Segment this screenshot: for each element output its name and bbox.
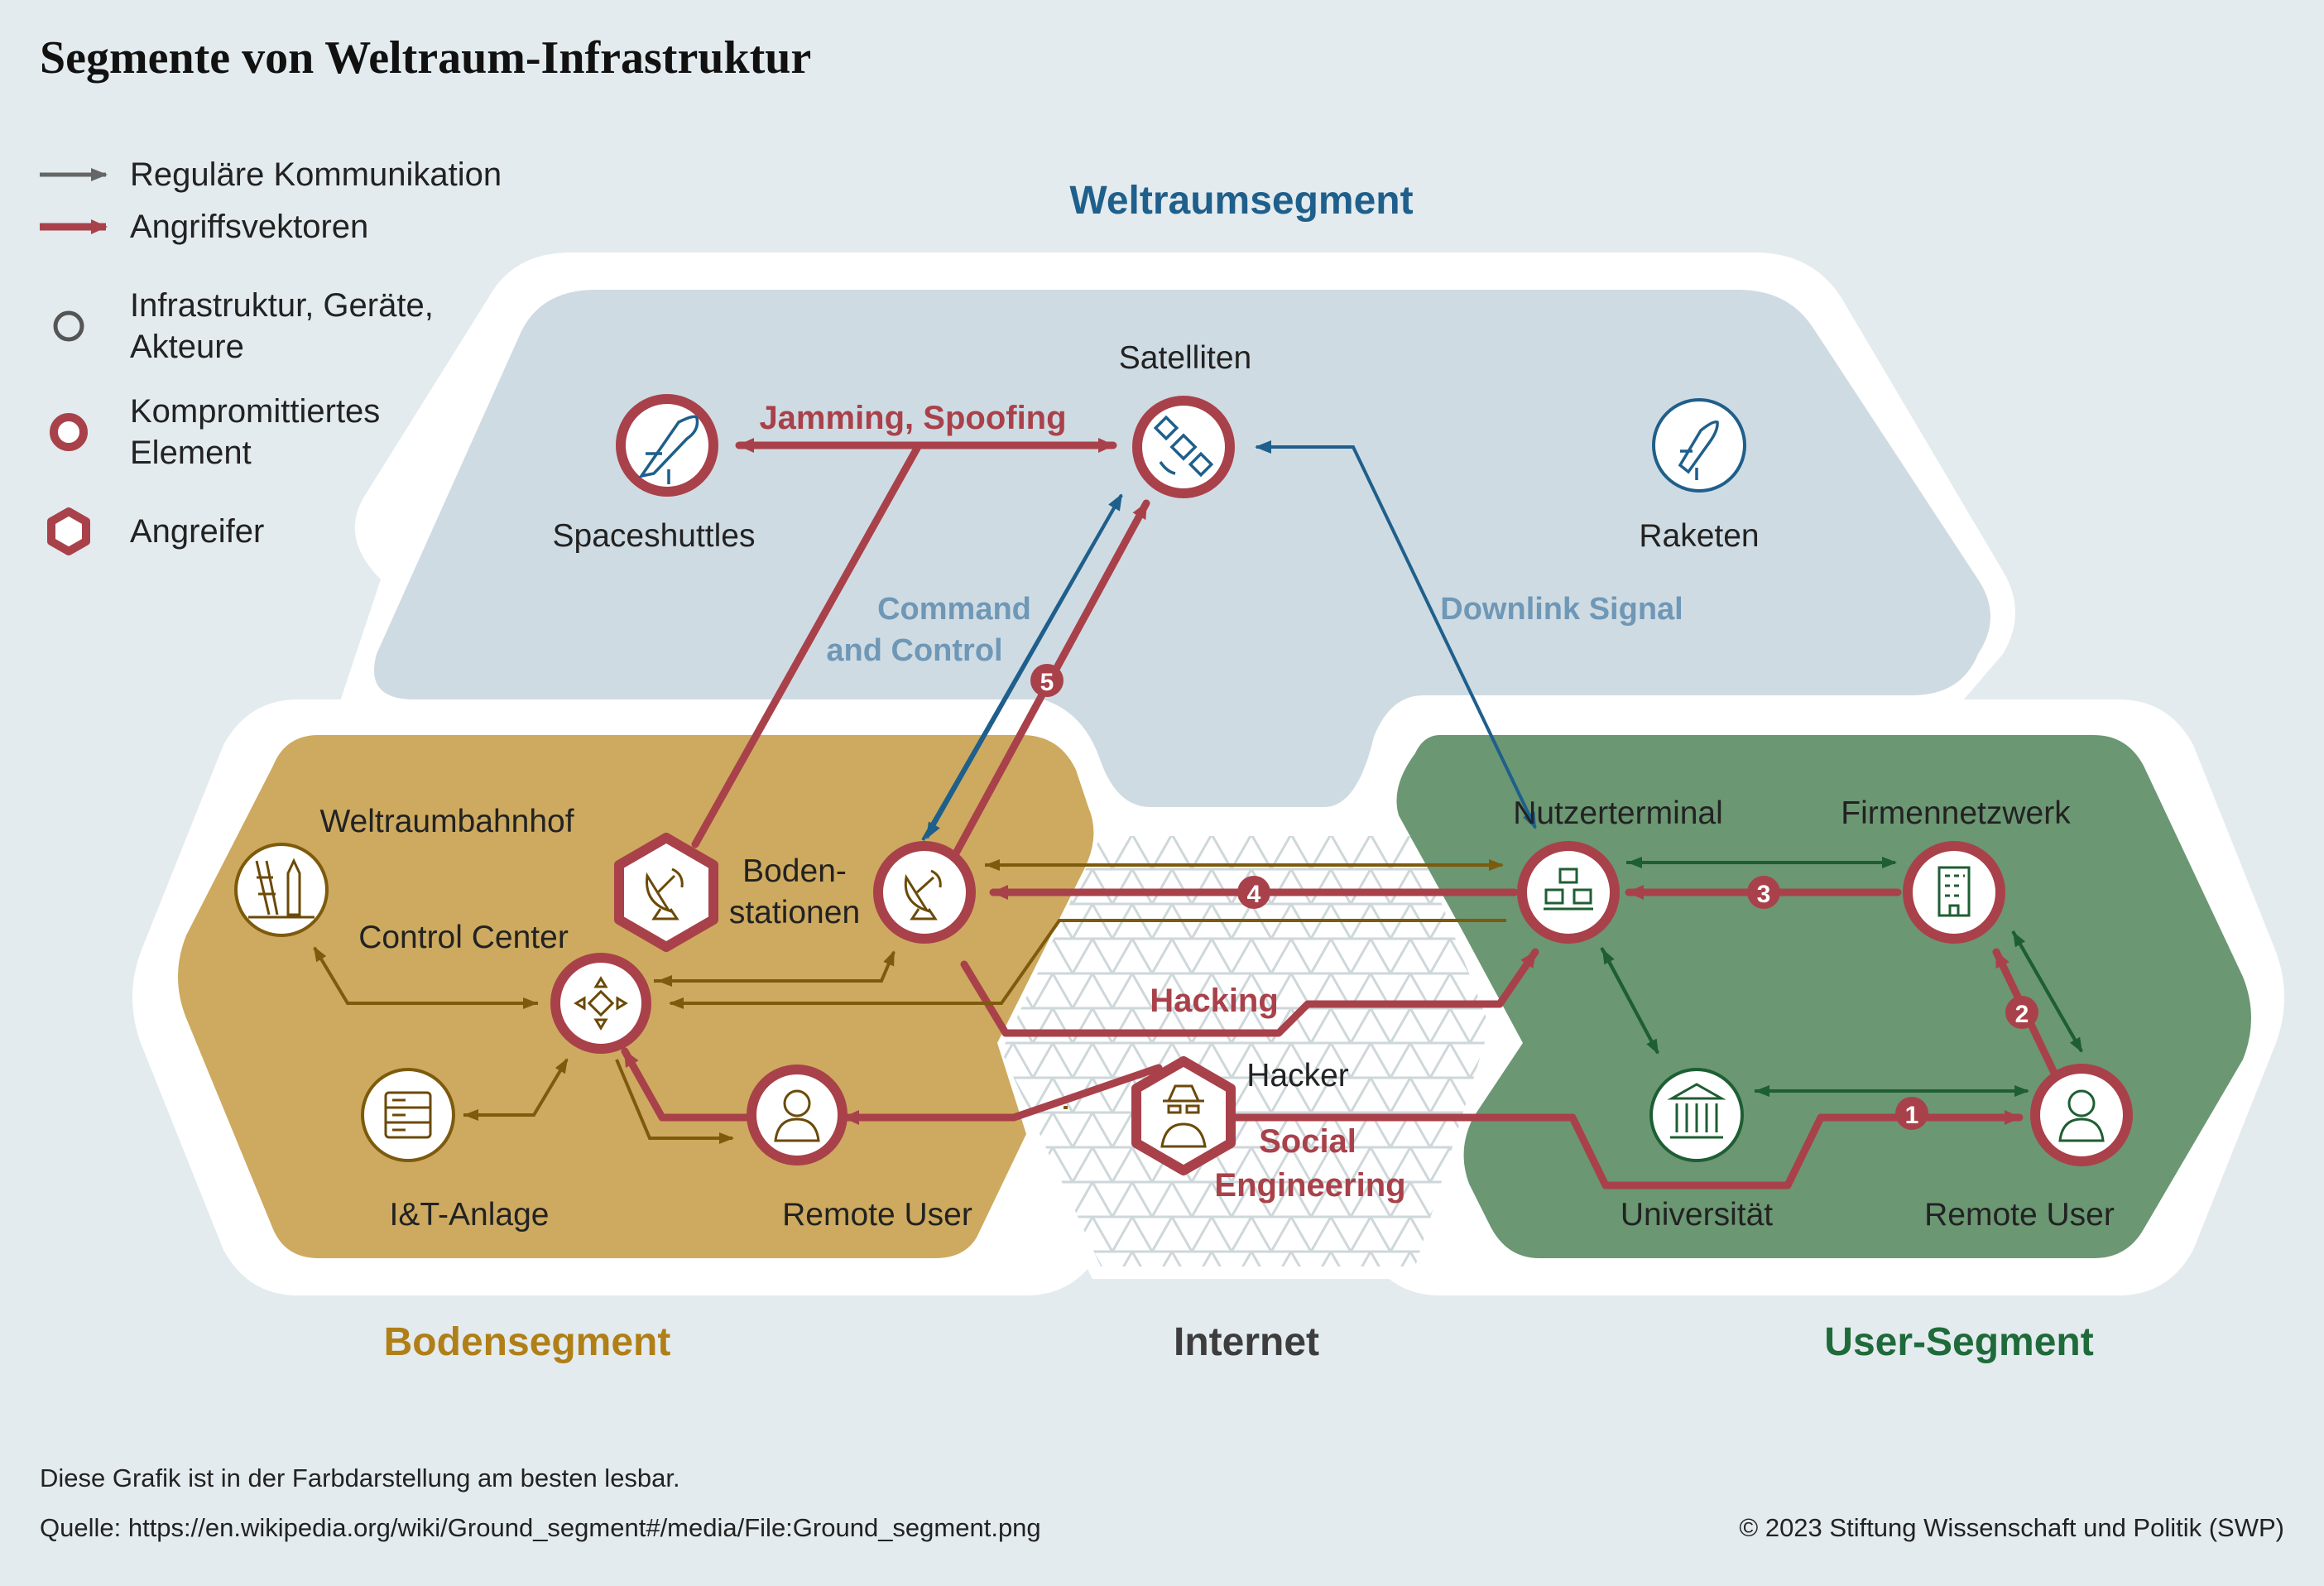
legend-symbols [40, 168, 108, 555]
satellite-dish-icon [904, 869, 942, 920]
svg-text:3: 3 [1757, 881, 1771, 908]
legend-infra-circle [53, 310, 84, 342]
legend-compromised-label-1: Kompromittiertes [130, 393, 381, 430]
internet-title: Internet [1174, 1320, 1319, 1364]
it-facility-label: I&T-Anlage [390, 1197, 550, 1233]
hacking-label: Hacking [1150, 983, 1279, 1019]
social-label-2: Engineering [1214, 1167, 1405, 1204]
rocket-node[interactable] [1652, 398, 1746, 493]
user-icon [2058, 1089, 2105, 1142]
remote-user-ground-node[interactable] [747, 1065, 847, 1165]
badge-4: 4 [1237, 876, 1270, 909]
internet-pattern [1001, 836, 1490, 1266]
jamming-label: Jamming, Spoofing [759, 400, 1066, 436]
social-label-1: Social [1259, 1123, 1356, 1160]
network-icon [1544, 867, 1593, 911]
legend-attacker-label: Angreifer [130, 513, 265, 550]
space-segment-title: Weltraumsegment [1069, 179, 1413, 223]
satellites-label: Satelliten [1119, 340, 1251, 376]
downlink-label: Downlink Signal [1440, 592, 1683, 627]
it-facility-node[interactable] [361, 1068, 455, 1162]
company-network-label: Firmennetzwerk [1841, 795, 2071, 831]
hacker-label: Hacker [1246, 1058, 1349, 1093]
space-links [921, 440, 1537, 841]
user-segment-title: User-Segment [1824, 1320, 2093, 1364]
user-terminal-node[interactable] [1517, 841, 1620, 944]
spy-icon [1160, 1084, 1207, 1148]
legend-attack: Angriffsvektoren [130, 206, 368, 248]
page-title: Segmente von Weltraum-Infrastruktur [40, 32, 812, 84]
company-network-node[interactable] [1903, 841, 2005, 944]
satellite-node[interactable] [1132, 396, 1235, 498]
university-building-icon [1667, 1083, 1726, 1139]
attacker-ground-node[interactable] [614, 833, 718, 952]
legend-attacker: Angreifer [130, 511, 264, 552]
legend-compromised-label-2: Element [130, 435, 252, 471]
legend-infra: Infrastruktur, Geräte, Akteure [130, 285, 434, 368]
legend-infra-label-1: Infrastruktur, Geräte, [130, 287, 434, 324]
satellite-icon [1153, 415, 1214, 478]
spaceshuttle-node[interactable] [616, 394, 718, 497]
legend-regular: Reguläre Kommunikation [130, 154, 502, 195]
ground-segment-title: Bodensegment [384, 1320, 671, 1364]
ground-station-node[interactable] [873, 841, 976, 944]
university-node[interactable] [1649, 1068, 1744, 1162]
badge-3: 3 [1747, 876, 1780, 909]
command-label-2: and Control [826, 633, 1002, 668]
badge-2: 2 [2005, 996, 2038, 1029]
spaceport-node[interactable] [234, 843, 329, 937]
legend-attacker-hexagon [47, 507, 90, 555]
spaceport-label: Weltraumbahnhof [319, 804, 574, 839]
rockets-label: Raketen [1639, 518, 1759, 554]
footer-source: Quelle: https://en.wikipedia.org/wiki/Gr… [40, 1513, 1041, 1542]
control-center-node[interactable] [550, 953, 651, 1054]
legend-compromised: Kompromittiertes Element [130, 391, 380, 473]
remote-user-user-label: Remote User [1924, 1197, 2115, 1233]
launch-pad-icon [248, 858, 315, 919]
user-terminal-label: Nutzerterminal [1513, 795, 1723, 831]
legend-regular-label: Reguläre Kommunikation [130, 156, 502, 193]
hacker-node[interactable] [1131, 1056, 1236, 1175]
move-arrows-icon [574, 976, 628, 1031]
space-segment-area [374, 290, 1990, 807]
attack-vectors [621, 438, 2058, 1190]
spaceshuttles-label: Spaceshuttles [553, 518, 756, 554]
badge-1: 1 [1895, 1097, 1928, 1130]
remote-user-ground-label: Remote User [782, 1197, 972, 1233]
svg-text:5: 5 [1040, 669, 1054, 696]
space-shuttle-icon [638, 415, 699, 484]
ground-stations-label-1: Boden- [742, 853, 847, 889]
university-label: Universität [1621, 1197, 1773, 1233]
office-building-icon [1937, 866, 1971, 917]
legend-compromised-circle [50, 413, 88, 451]
svg-text:1: 1 [1905, 1102, 1919, 1129]
footer-note: Diese Grafik ist in der Farbdarstellung … [40, 1463, 680, 1492]
server-rack-icon [384, 1091, 432, 1139]
control-center-label: Control Center [358, 920, 569, 955]
footer-copyright: © 2023 Stiftung Wissenschaft und Politik… [1739, 1513, 2284, 1542]
user-icon [774, 1089, 820, 1142]
legend-attack-label: Angriffsvektoren [130, 209, 369, 245]
rocket-icon [1678, 420, 1719, 480]
ground-links [313, 859, 1506, 1144]
remote-user-user-node[interactable] [2030, 1064, 2133, 1166]
svg-text:2: 2 [2015, 1001, 2029, 1028]
ground-stations-label-2: stationen [729, 895, 860, 930]
command-label-1: Command [877, 592, 1031, 627]
svg-text:4: 4 [1247, 881, 1261, 908]
user-links [1600, 857, 2083, 1097]
legend-infra-label-2: Akteure [130, 329, 244, 365]
satellite-dish-icon [646, 867, 684, 920]
badge-5: 5 [1030, 664, 1064, 697]
